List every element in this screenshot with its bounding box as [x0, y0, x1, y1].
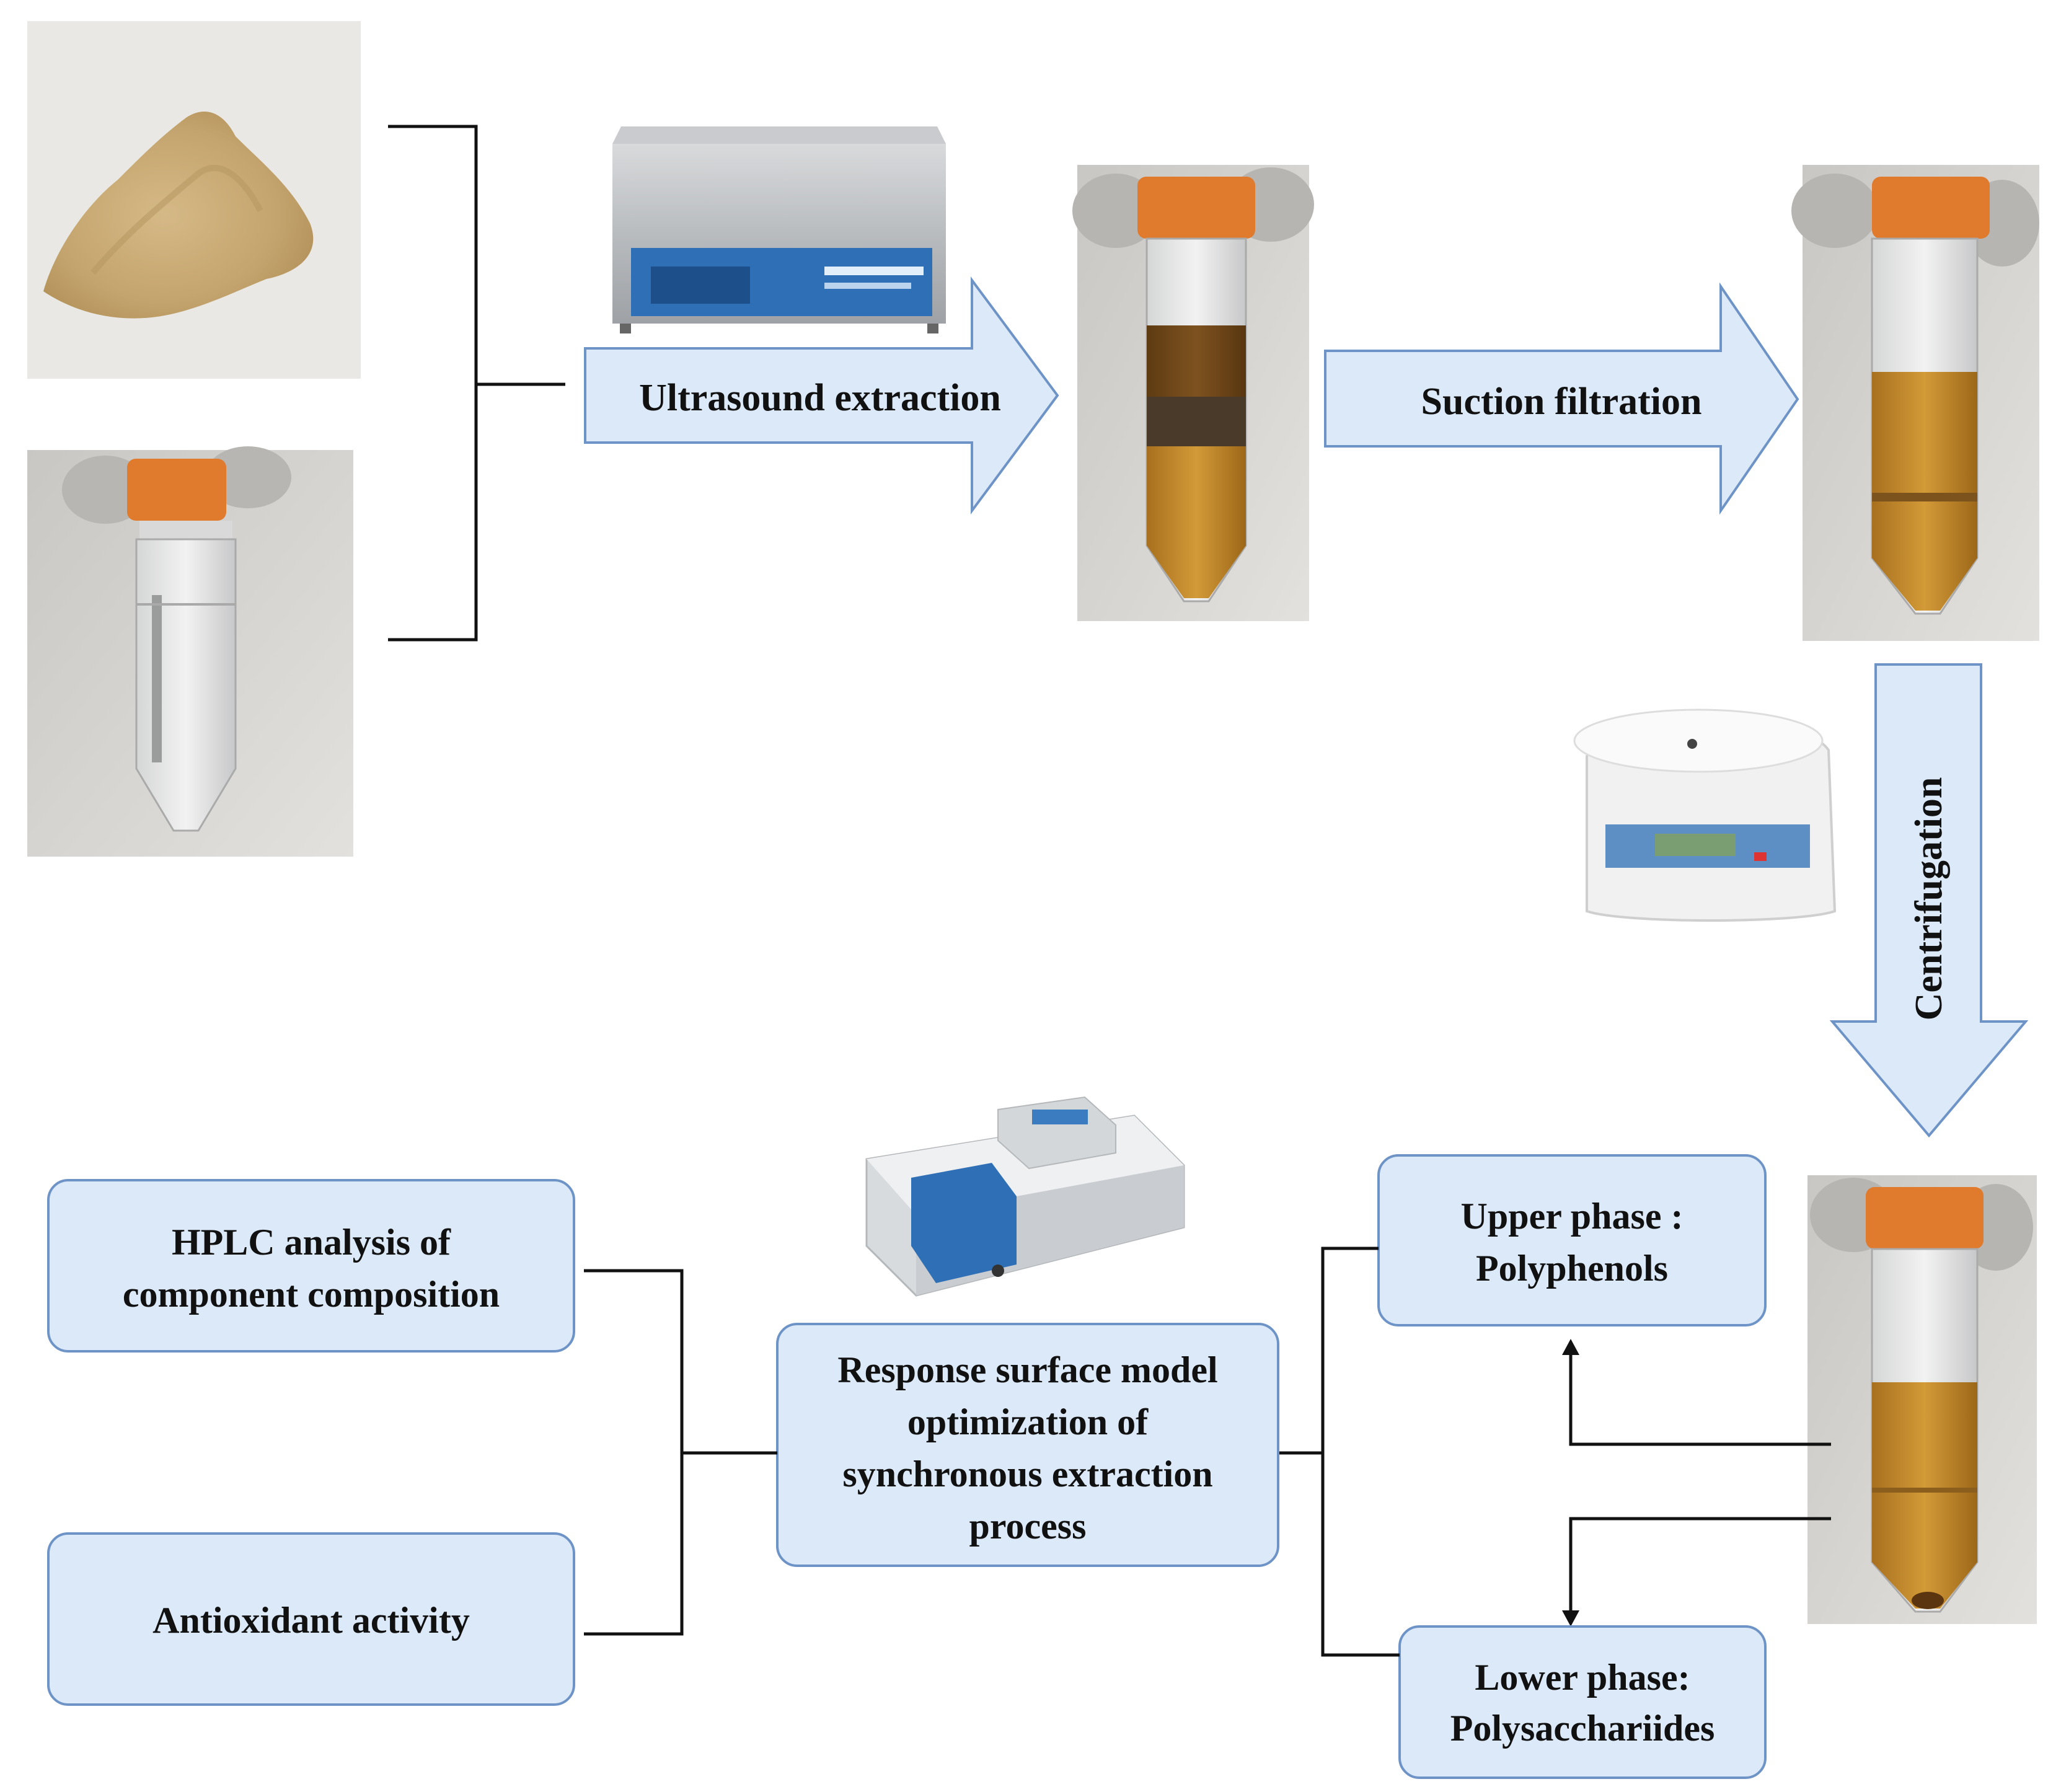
to-upper-phase-arrowhead [1562, 1339, 1579, 1355]
powder-sample-photo [27, 21, 361, 379]
ultrasound-extraction-arrow [584, 276, 1059, 515]
antioxidant-label: Antioxidant activity [152, 1600, 470, 1641]
hplc-line-2: component composition [123, 1274, 500, 1315]
response-surface-line-3: synchronous extraction [842, 1454, 1212, 1494]
ultrasonic-bath-photo [612, 126, 946, 333]
lower-phase-line-2: Polysacchariides [1450, 1708, 1715, 1749]
suction-filtration-label: Suction filtration [1421, 381, 1702, 423]
upper-phase-line-1: Upper phase : [1461, 1196, 1684, 1237]
upper-phase-box [1377, 1154, 1767, 1326]
lower-phase-box [1398, 1625, 1767, 1779]
input-bracket [388, 125, 478, 642]
tube-after-filtration-photo [1791, 165, 2039, 641]
two-phase-tube-photo [1807, 1175, 2037, 1624]
antioxidant-box [47, 1532, 575, 1706]
response-surface-line-4: process [969, 1506, 1087, 1547]
hplc-box [47, 1179, 575, 1353]
response-surface-line-2: optimization of [907, 1401, 1149, 1442]
solvent-tube-photo [27, 446, 353, 857]
response-surface-line-1: Response surface model [837, 1349, 1217, 1390]
to-upper-phase-line [1569, 1351, 1831, 1446]
to-lower-phase-line [1569, 1517, 1831, 1615]
upper-phase-line-2: Polyphenols [1476, 1248, 1668, 1289]
suction-filtration-arrow [1324, 282, 1799, 515]
to-lower-phase-arrowhead [1562, 1610, 1579, 1626]
centrifugation-arrow [1829, 663, 2029, 1138]
response-surface-box [776, 1323, 1279, 1567]
ultrasound-extraction-label: Ultrasound extraction [639, 377, 1001, 419]
tube-after-extraction-photo [1072, 165, 1314, 621]
analysis-bracket [584, 1269, 684, 1636]
lower-phase-line-1: Lower phase: [1475, 1657, 1690, 1698]
centrifuge-photo [1573, 708, 1837, 922]
spectrophotometer-photo [865, 1096, 1185, 1297]
hplc-line-1: HPLC analysis of [172, 1222, 451, 1263]
centrifugation-label: Centrifugation [1908, 777, 1950, 1021]
